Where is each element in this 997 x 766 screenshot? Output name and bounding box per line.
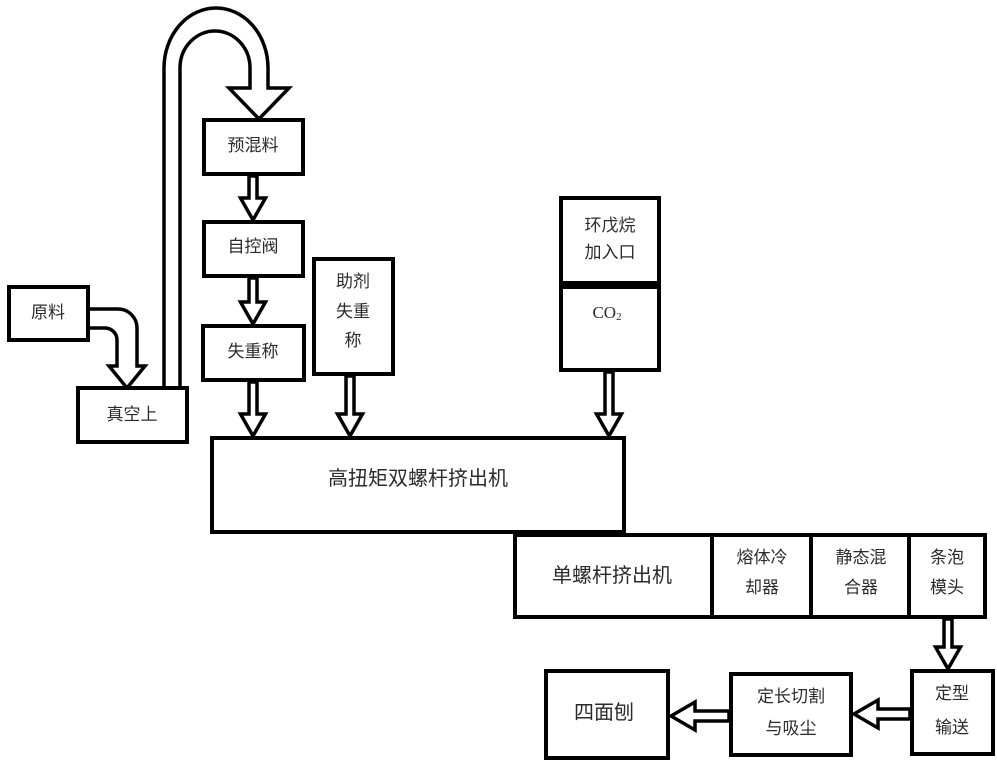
node-label: 失重称 bbox=[228, 342, 279, 362]
node-label: 预混料 bbox=[228, 136, 279, 156]
arrow-co2-to-extruder bbox=[593, 370, 625, 440]
node-label-line: 与吸尘 bbox=[766, 719, 817, 739]
node-twin-screw-extruder: 高扭矩双螺杆挤出机 bbox=[210, 436, 626, 534]
node-label-line: 静态混 bbox=[836, 548, 887, 568]
node-melt-cooler: 熔体冷 却器 bbox=[710, 533, 813, 619]
node-label-line: 熔体冷 bbox=[737, 548, 788, 568]
node-cutting-dust: 定长切割 与吸尘 bbox=[729, 672, 853, 757]
arrow-premix-to-valve bbox=[237, 174, 269, 224]
node-co2: CO2 bbox=[559, 285, 661, 372]
arrows-layer bbox=[237, 174, 964, 734]
node-strand-die: 条泡 模头 bbox=[907, 533, 987, 619]
node-auto-valve: 自控阀 bbox=[202, 220, 305, 278]
arrow-additive-to-extruder bbox=[334, 374, 366, 440]
node-cyclopentane-inlet: 环戊烷 加入口 bbox=[559, 196, 661, 285]
node-label: 单螺杆挤出机 bbox=[552, 563, 672, 587]
node-label: 四面刨 bbox=[574, 700, 634, 724]
node-label: CO2 bbox=[592, 303, 621, 324]
node-label: 原料 bbox=[31, 303, 65, 323]
node-label-line: 输送 bbox=[935, 718, 969, 738]
node-loss-weight-scale: 失重称 bbox=[201, 324, 306, 382]
arrow-valve-to-scale bbox=[237, 276, 269, 328]
node-raw-material: 原料 bbox=[7, 285, 90, 342]
node-four-side-planer: 四面刨 bbox=[544, 669, 670, 760]
node-label-line: 却器 bbox=[745, 578, 779, 598]
node-label: 真空上 bbox=[107, 405, 158, 425]
node-shaping-conveyor: 定型 输送 bbox=[910, 669, 995, 756]
node-label-line: 环戊烷 bbox=[585, 216, 636, 236]
arrow-vacuum-to-premix bbox=[162, 6, 294, 390]
node-label-line: 失重 bbox=[336, 302, 370, 322]
node-label-line: 条泡 bbox=[930, 548, 964, 568]
node-premix: 预混料 bbox=[202, 118, 305, 176]
node-label: 高扭矩双螺杆挤出机 bbox=[328, 466, 508, 490]
node-label-line: 模头 bbox=[930, 578, 964, 598]
arrow-conveyor-to-cutting bbox=[850, 696, 912, 732]
node-static-mixer: 静态混 合器 bbox=[809, 533, 911, 619]
node-vacuum-loader: 真空上 bbox=[76, 386, 189, 444]
node-additive-scale: 助剂 失重 称 bbox=[312, 257, 395, 376]
node-label-line: 定型 bbox=[935, 684, 969, 704]
node-label-line: 助剂 bbox=[336, 272, 370, 292]
node-label-line: 合器 bbox=[844, 578, 878, 598]
arrow-cutting-to-planer bbox=[667, 698, 731, 734]
node-label-line: 称 bbox=[345, 331, 362, 351]
node-label-line: 定长切割 bbox=[757, 687, 825, 707]
node-label-line: 加入口 bbox=[585, 243, 636, 263]
node-single-screw-extruder: 单螺杆挤出机 bbox=[513, 533, 714, 619]
co2-subscript: 2 bbox=[616, 311, 622, 323]
arrow-scale-to-extruder bbox=[237, 380, 269, 440]
node-label: 自控阀 bbox=[228, 237, 279, 257]
arrow-raw-to-vacuum bbox=[86, 307, 149, 391]
arrow-die-to-conveyor bbox=[932, 617, 964, 673]
co2-main-text: CO bbox=[592, 303, 616, 322]
